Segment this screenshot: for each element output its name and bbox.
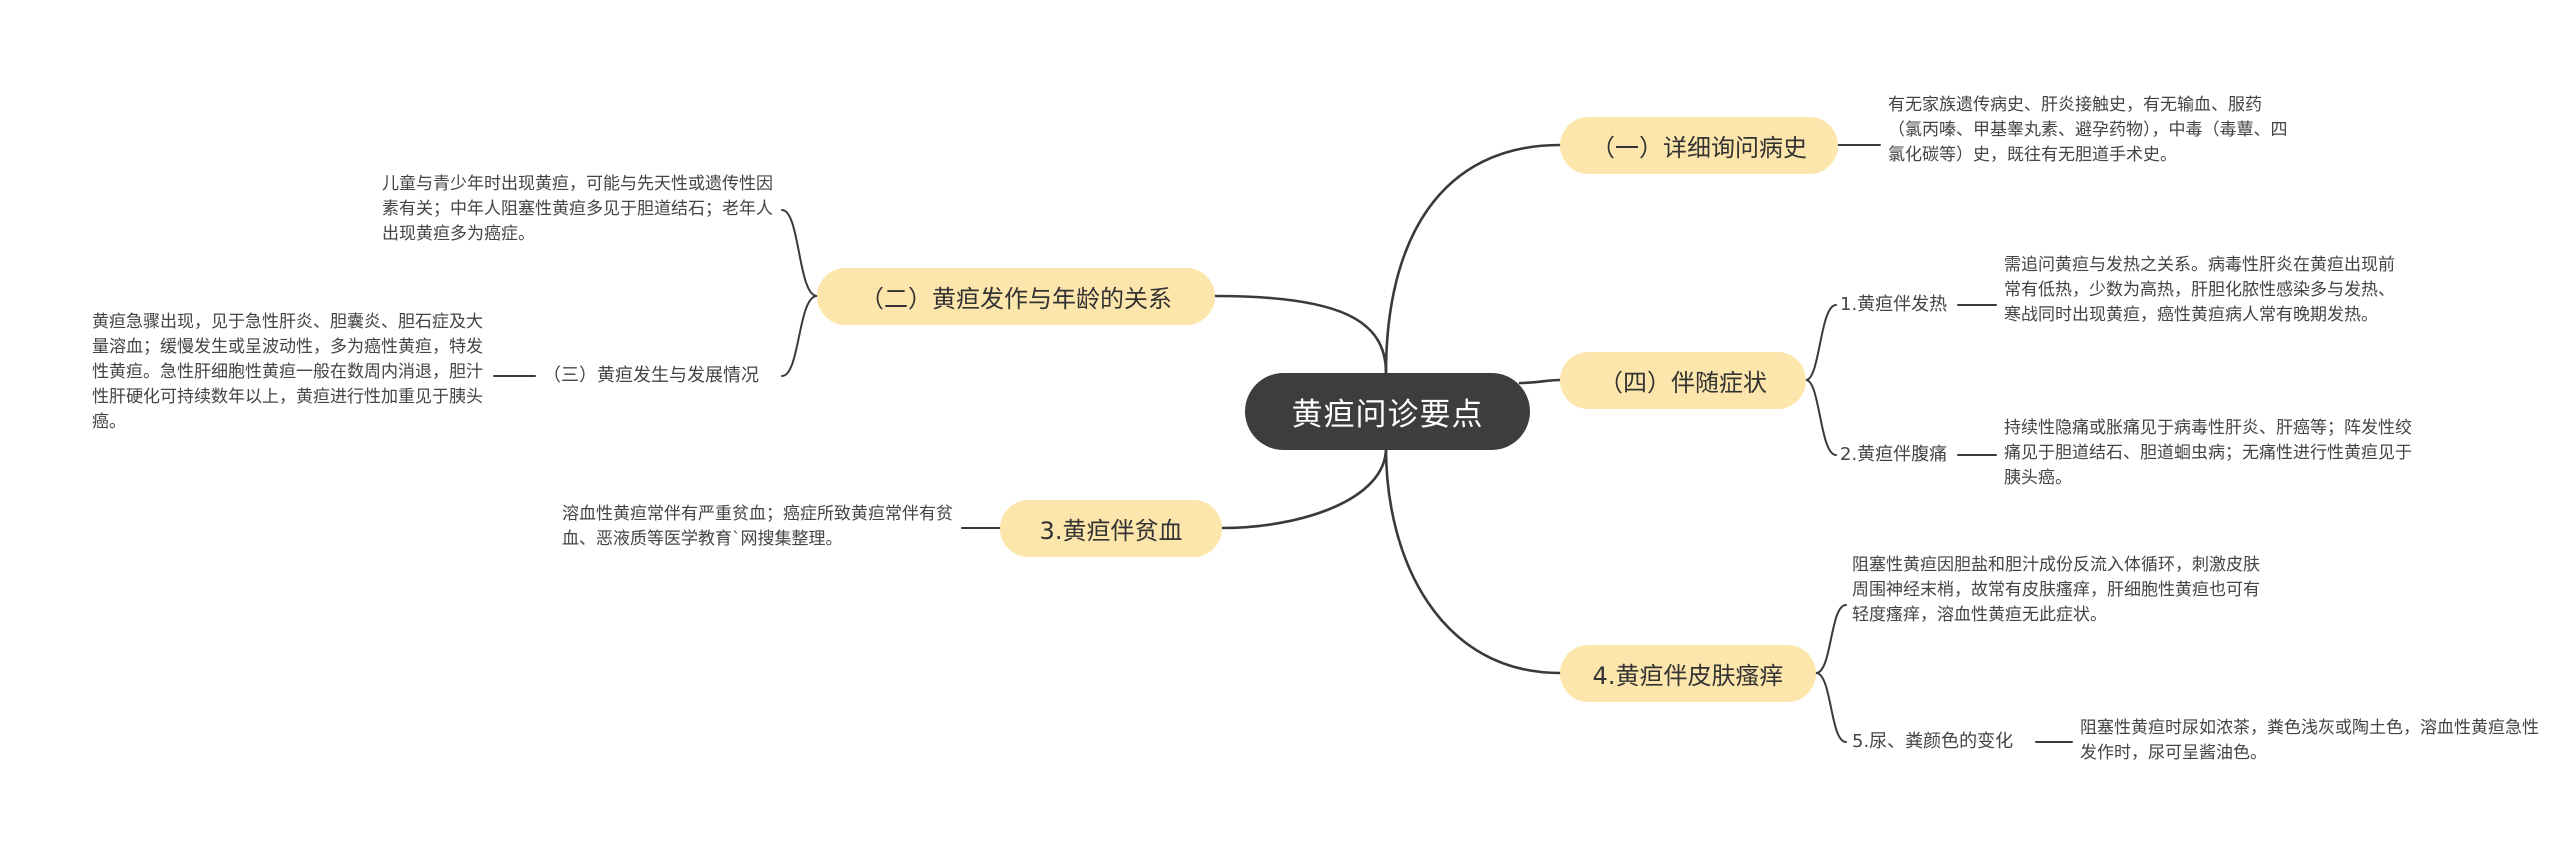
- development-label[interactable]: （三）黄疸发生与发展情况: [543, 365, 759, 386]
- symptom-pain-label[interactable]: 2.黄疸伴腹痛: [1840, 444, 1948, 465]
- edge-symptoms-pain: [1805, 379, 1837, 456]
- itch-detail: 阻塞性黄疸因胆盐和胆汁成份反流入体循环，刺激皮肤周围神经末梢，故常有皮肤瘙痒，肝…: [1852, 555, 2260, 625]
- development-detail: 黄疸急骤出现，见于急性肝炎、胆囊炎、胆石症及大量溶血；缓慢发生或呈波动性，多为癌…: [92, 312, 483, 432]
- edge-itch-urine: [1815, 672, 1847, 743]
- edge-age-detail: [781, 209, 818, 297]
- branch-age[interactable]: （二）黄疸发作与年龄的关系: [817, 268, 1215, 325]
- urine-color-label[interactable]: 5.尿、粪颜色的变化: [1852, 731, 2014, 752]
- symptom-pain-detail: 持续性隐痛或胀痛见于病毒性肝炎、肝癌等；阵发性绞痛见于胆道结石、胆道蛔虫病；无痛…: [2004, 418, 2412, 488]
- root-topic[interactable]: 黄疸问诊要点: [1245, 373, 1530, 450]
- edge-age-development: [781, 295, 818, 377]
- history-detail: 有无家族遗传病史、肝炎接触史，有无输血、服药（氯丙嗪、甲基睾丸素、避孕药物），中…: [1888, 95, 2288, 165]
- edge-itch-detail: [1815, 604, 1847, 674]
- edge-root-anemia: [1220, 446, 1388, 530]
- branch-anemia[interactable]: 3.黄疸伴贫血: [1000, 500, 1222, 557]
- age-detail: 儿童与青少年时出现黄疸，可能与先天性或遗传性因素有关；中年人阻塞性黄疸多见于胆道…: [382, 174, 773, 244]
- symptom-fever-label[interactable]: 1.黄疸伴发热: [1840, 294, 1948, 315]
- edge-root-symptoms: [1518, 378, 1562, 385]
- anemia-detail: 溶血性黄疸常伴有严重贫血；癌症所致黄疸常伴有贫血、恶液质等医学教育`网搜集整理。: [562, 504, 953, 549]
- branch-history[interactable]: （一）详细询问病史: [1560, 117, 1838, 174]
- edge-root-age: [1213, 294, 1388, 375]
- branch-symptoms[interactable]: （四）伴随症状: [1560, 352, 1806, 409]
- edge-symptoms-fever: [1805, 304, 1837, 381]
- edge-root-history: [1384, 143, 1562, 375]
- symptom-fever-detail: 需追问黄疸与发热之关系。病毒性肝炎在黄疸出现前常有低热，少数为高热，肝胆化脓性感…: [2004, 255, 2395, 325]
- urine-color-detail: 阻塞性黄疸时尿如浓茶，粪色浅灰或陶土色，溶血性黄疸急性发作时，尿可呈酱油色。: [2080, 718, 2539, 763]
- branch-itch[interactable]: 4.黄疸伴皮肤瘙痒: [1560, 645, 1816, 702]
- edge-root-itch: [1384, 446, 1562, 675]
